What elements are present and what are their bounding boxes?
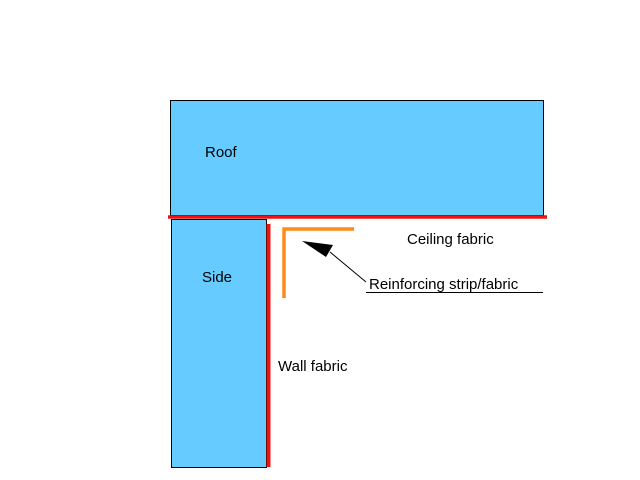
- roof-panel: [170, 100, 544, 216]
- side-label: Side: [202, 269, 232, 286]
- wall-fabric-label: Wall fabric: [278, 358, 348, 375]
- leader-line: [329, 251, 367, 283]
- reinforcing-strip: [282, 227, 354, 298]
- side-panel: [171, 219, 267, 468]
- roof-label: Roof: [205, 144, 238, 161]
- ceiling-fabric-label: Ceiling fabric: [407, 231, 494, 248]
- leader-arrowhead: [302, 241, 333, 257]
- reinforcing-strip-label: Reinforcing strip/fabric: [369, 276, 519, 293]
